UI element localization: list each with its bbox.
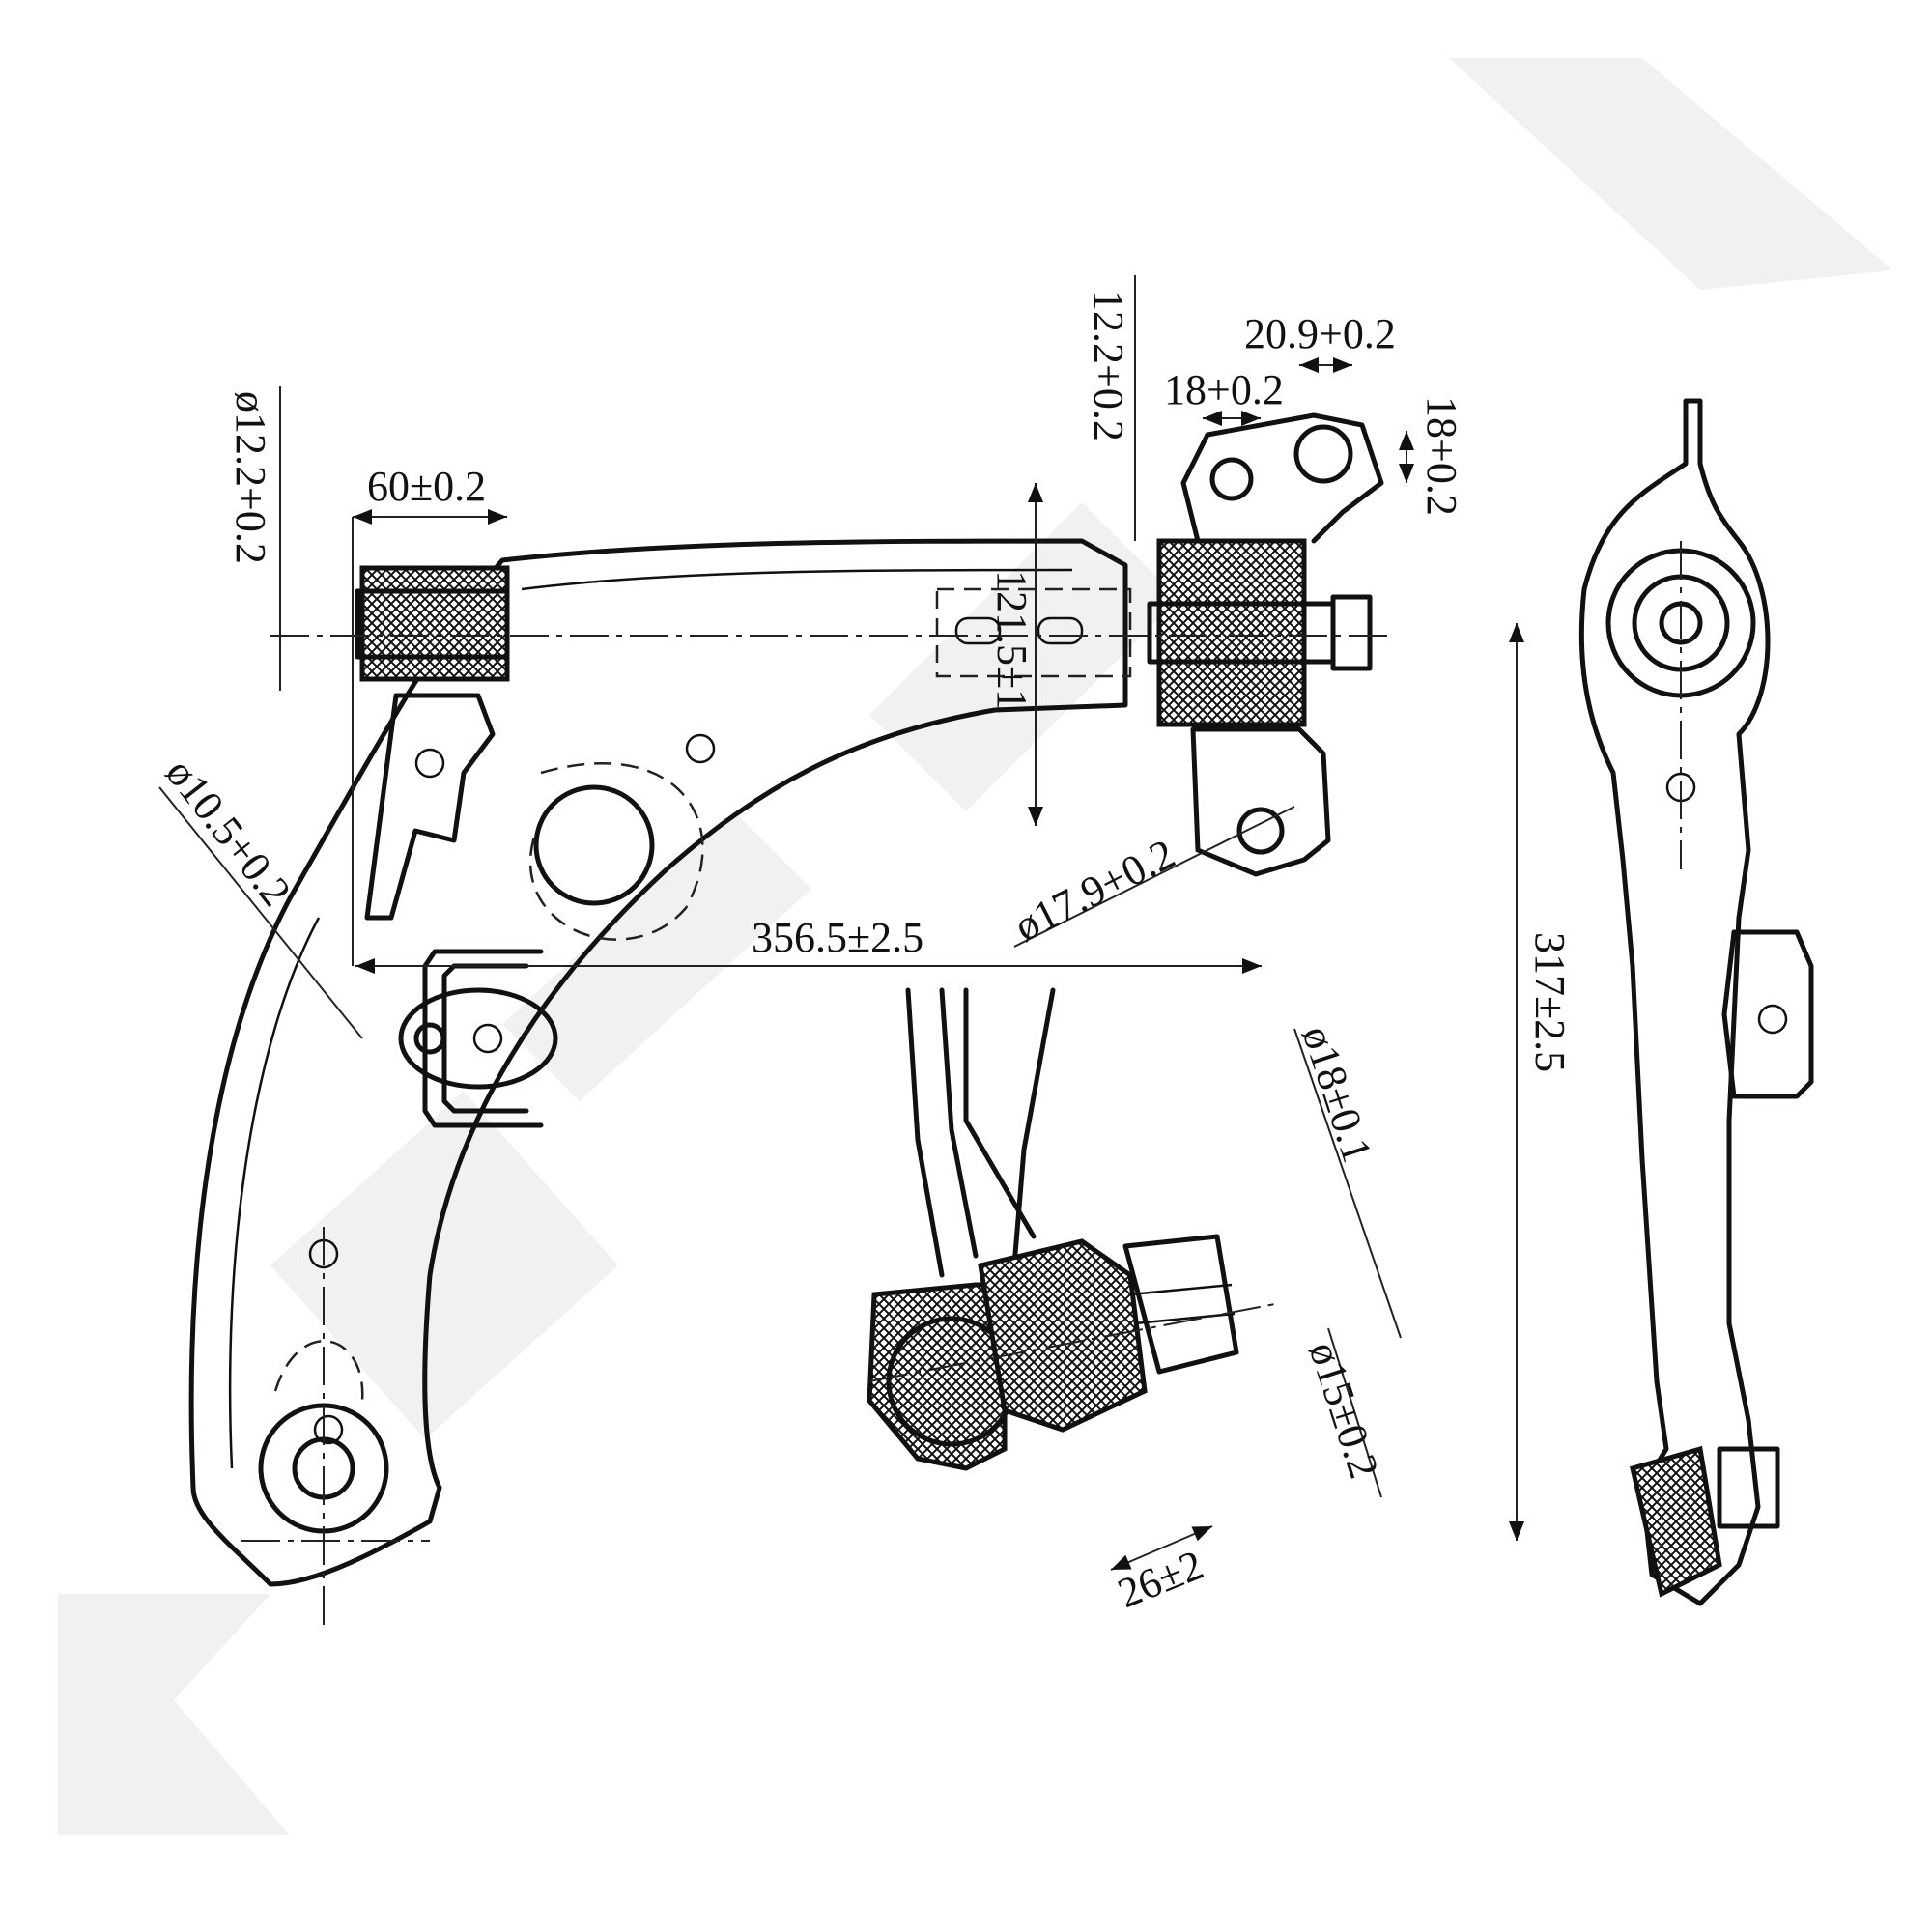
center-hole bbox=[533, 784, 655, 906]
mount-hole bbox=[414, 748, 445, 779]
dimension-labels: ø12.2+0.2 60±0.2 12.2+0.2 18+0.2 20.9+0.… bbox=[156, 290, 1574, 1617]
hidden-outline bbox=[528, 762, 704, 941]
stabilizer-pin bbox=[413, 1022, 446, 1055]
arm-section-line bbox=[963, 987, 1037, 1239]
arm-inner-edge bbox=[521, 568, 1073, 591]
label-bushing-width: 60±0.2 bbox=[367, 463, 486, 510]
dim-line bbox=[1013, 806, 1295, 948]
rear-bushing-sleeve bbox=[355, 588, 510, 660]
slot-hole bbox=[1209, 457, 1254, 501]
stabilizer-link bbox=[398, 987, 558, 1090]
mount-hole bbox=[313, 1414, 344, 1445]
watermark-letter-t bbox=[502, 811, 811, 1101]
label-pivot-distance: 121.5±1 bbox=[988, 570, 1036, 710]
label-mount-hole-offset: 12.2+0.2 bbox=[1085, 290, 1132, 441]
dimension-lines bbox=[158, 275, 1524, 1571]
upper-bracket bbox=[1180, 412, 1384, 544]
watermark-letter-h bbox=[869, 502, 1179, 811]
watermark-letter-z bbox=[270, 1092, 618, 1439]
upper-hole bbox=[1293, 424, 1353, 484]
front-bracket-hole bbox=[1236, 807, 1285, 855]
bolt-nut bbox=[1330, 594, 1373, 671]
stud-section bbox=[1122, 1234, 1239, 1375]
watermark bbox=[58, 58, 1893, 1835]
label-stud-length: 26±2 bbox=[1111, 1541, 1209, 1617]
side-stud bbox=[1717, 1446, 1780, 1529]
side-arm-outline bbox=[1578, 398, 1771, 1606]
mount-hole bbox=[685, 733, 716, 764]
slot bbox=[954, 616, 1002, 645]
front-bushing bbox=[1156, 538, 1307, 727]
arm-section-line bbox=[1011, 987, 1056, 1268]
label-overall-length: 356.5±2.5 bbox=[752, 914, 923, 961]
side-ball-socket bbox=[1630, 1445, 1722, 1598]
arm-outline bbox=[188, 538, 1128, 1587]
arm-section-line bbox=[905, 987, 945, 1278]
rear-bracket bbox=[364, 693, 496, 921]
label-hole-diameter: 20.9+0.2 bbox=[1244, 310, 1396, 357]
centerline bbox=[868, 1303, 1276, 1382]
watermark-letter-y bbox=[58, 1594, 290, 1835]
stabilizer-bracket-inner bbox=[441, 963, 529, 1114]
housing-section bbox=[978, 1238, 1148, 1433]
stabilizer-hole bbox=[472, 1023, 503, 1054]
stabilizer-bracket bbox=[422, 949, 544, 1128]
dim-line bbox=[1110, 1525, 1213, 1571]
top-view bbox=[188, 412, 1391, 1633]
label-ball-stud-outer: ø18±0.1 bbox=[1293, 1020, 1380, 1168]
dim-line bbox=[1327, 1327, 1382, 1498]
front-bracket bbox=[1190, 726, 1331, 877]
dim-line bbox=[158, 786, 363, 1039]
side-bracket-hole bbox=[1757, 1004, 1788, 1035]
label-slot-length: 18+0.2 bbox=[1164, 366, 1284, 413]
watermark-letter-k bbox=[1449, 58, 1893, 290]
stud-line bbox=[1129, 1283, 1233, 1296]
dim-line bbox=[1293, 1028, 1402, 1339]
rear-bushing bbox=[359, 565, 510, 682]
label-hole-height: 18+0.2 bbox=[1418, 396, 1465, 516]
ball-joint-section bbox=[867, 987, 1276, 1471]
label-bushing-bore: ø12.2+0.2 bbox=[227, 391, 274, 564]
side-stabilizer-bracket bbox=[1721, 929, 1814, 1099]
arm-inner-edge-left bbox=[228, 917, 321, 1469]
arm-section-line bbox=[939, 987, 979, 1259]
side-view bbox=[1578, 398, 1814, 1606]
label-side-height: 317±2.5 bbox=[1526, 932, 1574, 1072]
label-bracket-hole: ø10.5+0.2 bbox=[156, 750, 300, 915]
label-ball-stud-inner: ø15±0.2 bbox=[1299, 1336, 1387, 1484]
label-front-hole: ø17.9+0.2 bbox=[1007, 830, 1182, 951]
stud-line bbox=[1134, 1312, 1236, 1325]
